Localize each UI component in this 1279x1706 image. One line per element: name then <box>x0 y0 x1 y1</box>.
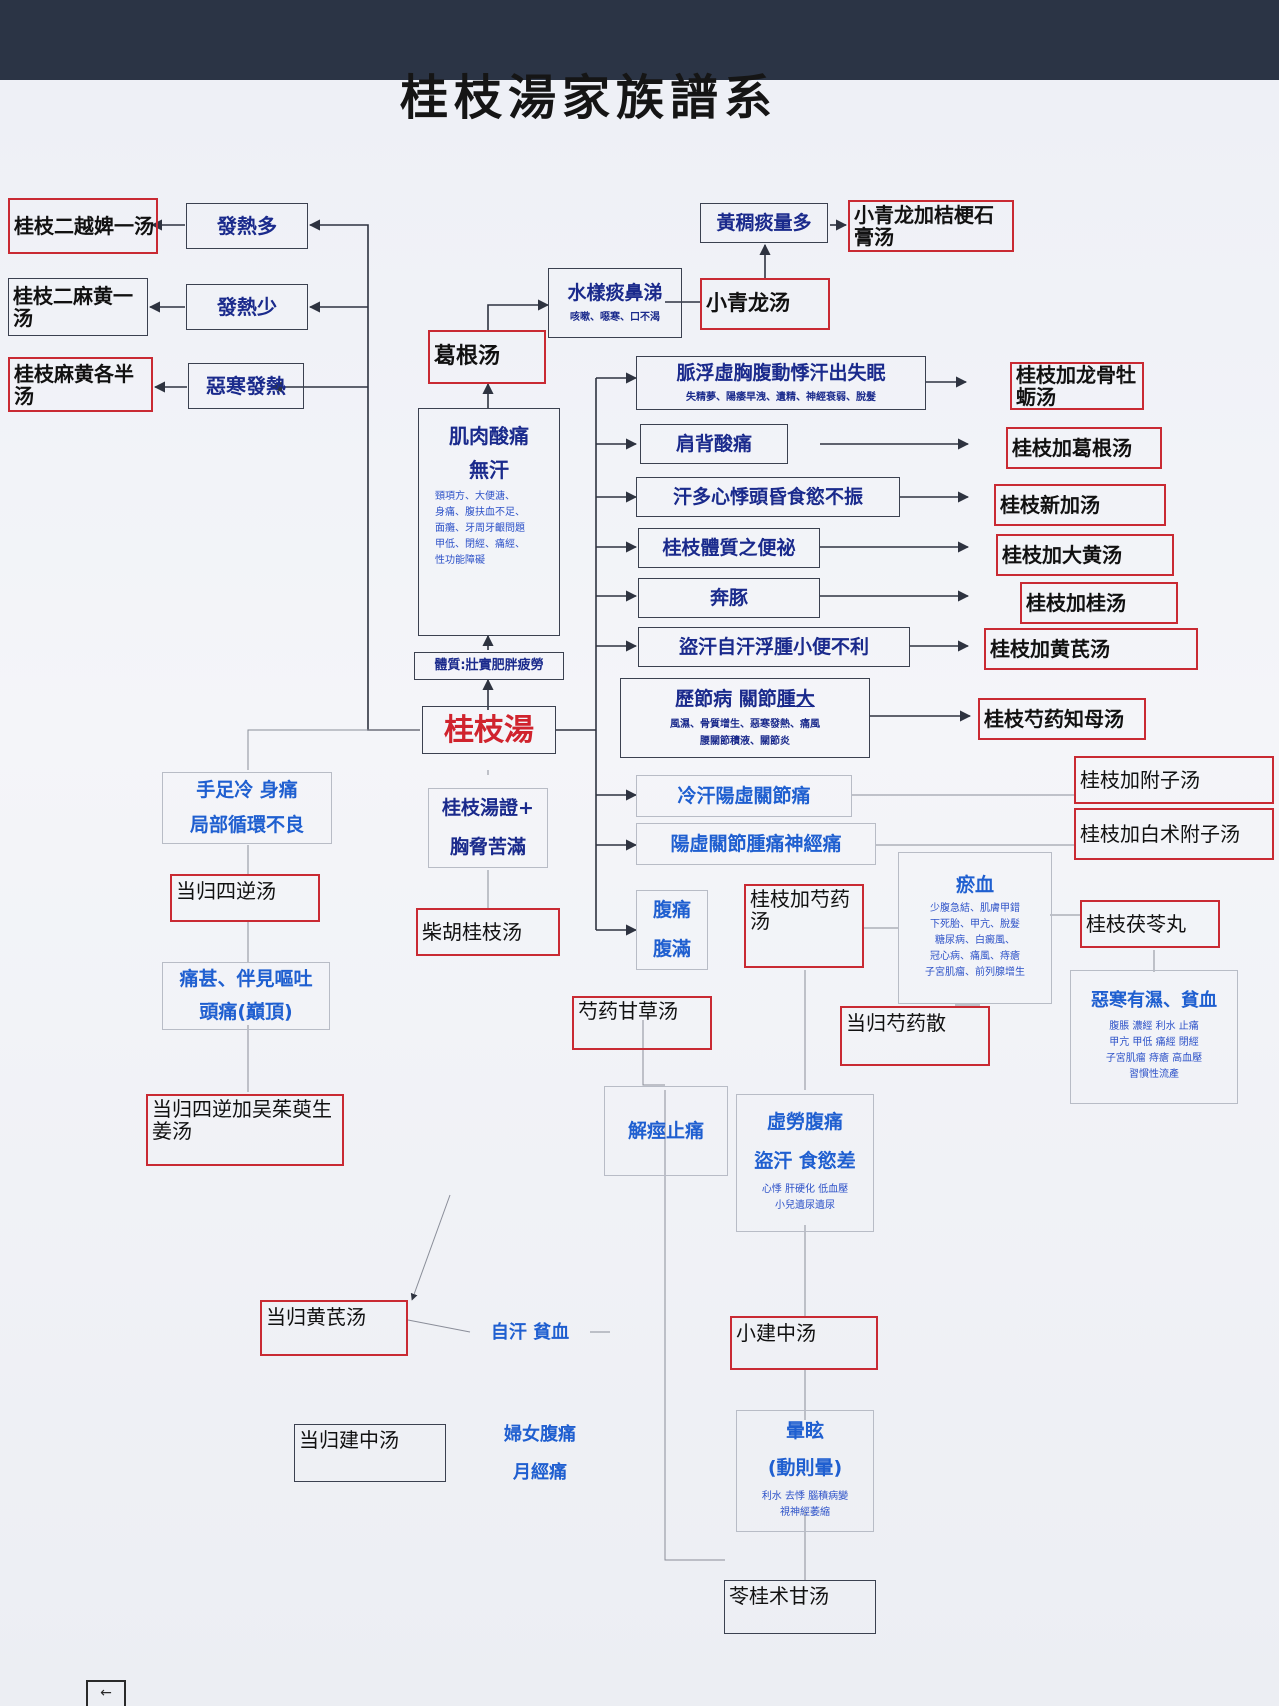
symptom-cold-sweat: 冷汗陽虛關節痛 <box>636 775 852 817</box>
formula-guizhi-longgu-muli: 桂枝加龙骨牡蛎汤 <box>1010 362 1144 410</box>
formula-xiao-qinglong-jiejie-shigao: 小青龙加桔梗石膏汤 <box>848 200 1014 252</box>
formula-guizhi-xinjia: 桂枝新加汤 <box>994 484 1166 526</box>
symptom-cold-limbs: 手足冷 身痛 局部循環不良 <box>162 772 332 844</box>
symptom-constipation: 桂枝體質之便祕 <box>638 528 820 568</box>
symptom-fare-shao: 發熱少 <box>186 284 308 330</box>
formula-chaihu-guizhi: 柴胡桂枝汤 <box>416 908 560 956</box>
formula-guizhi-dahuang: 桂枝加大黄汤 <box>996 534 1174 576</box>
formula-danggui-shaoyao-san: 当归芍药散 <box>840 1006 990 1066</box>
formula-guizhi-shaoyao-zhimu: 桂枝芍药知母汤 <box>978 698 1146 740</box>
symptom-severe-pain: 痛甚、伴見嘔吐 頭痛(巔頂) <box>162 962 330 1030</box>
symptom-women-abdominal-pain: 婦女腹痛 月經痛 <box>504 1424 576 1483</box>
arthralgia-title: 歷節病 關節 <box>675 687 777 710</box>
symptom-ehan-fare: 惡寒發熱 <box>188 363 304 409</box>
symptom-shoulder-ache: 肩背酸痛 <box>640 424 788 464</box>
symptom-arthralgia: 歷節病 關節腫大 風濕、骨質增生、惡寒發熱、痛風 腰關節積液、關節炎 <box>620 678 870 758</box>
symptom-abdominal-pain: 腹痛 腹滿 <box>636 890 708 970</box>
formula-guizhi-er-mahuang-yi: 桂枝二麻黄一汤 <box>8 278 148 336</box>
arthralgia-swelling: 腫大 <box>776 687 815 710</box>
constitution-note: 體質:壯實肥胖疲勞 <box>414 652 564 680</box>
symptom-blood-stasis: 瘀血 少腹急結、肌膚甲錯 下死胎、甲亢、脫髮 糖尿病、白癜風、 冠心病、痛風、痔… <box>898 852 1052 1004</box>
symptom-water-phlegm: 水樣痰鼻涕 咳嗽、噁寒、口不渴 <box>548 268 682 338</box>
formula-guizhi-fuzi: 桂枝加附子汤 <box>1074 756 1274 804</box>
symptom-spontaneous-sweat-anemia: 自汗 貧血 <box>490 1322 570 1344</box>
symptom-sweat-palpitation: 汗多心悸頭昏食慾不振 <box>636 477 900 517</box>
symptom-yang-deficiency-pain: 陽虛關節腫痛神經痛 <box>636 823 876 865</box>
central-formula-guizhi-tang: 桂枝湯 <box>422 706 556 754</box>
formula-xiao-qinglong-tang: 小青龙汤 <box>700 278 830 330</box>
symptom-muscle-ache: 肌肉酸痛 無汗 頸項方、大便溏、 身痛、腹扶血不足、 面癱、牙周牙齦問題 甲低、… <box>418 408 560 636</box>
formula-linggui-zhugan: 苓桂术甘汤 <box>724 1580 876 1634</box>
formula-danggui-huangqi: 当归黄芪汤 <box>260 1300 408 1356</box>
symptom-fare-duo: 發熱多 <box>186 203 308 249</box>
formula-gegen-tang: 葛根汤 <box>428 330 546 384</box>
page-title: 桂枝湯家族譜系 <box>400 70 779 126</box>
formula-guizhi-gegen: 桂枝加葛根汤 <box>1006 427 1162 469</box>
symptom-dizziness: 暈眩 (動則暈) 利水 去悸 腦積病變 視神經萎縮 <box>736 1410 874 1532</box>
symptom-deficiency-abdominal-pain: 虛勞腹痛 盜汗 食慾差 心悸 肝硬化 低血壓 小兒遺尿遺尿 <box>736 1094 874 1232</box>
symptom-cold-damp-anemia: 惡寒有濕、貧血 腹脹 濃經 利水 止痛 甲亢 甲低 痛經 閉經 子宮肌瘤 痔瘡 … <box>1070 970 1238 1104</box>
symptom-bentun: 奔豚 <box>638 578 820 618</box>
formula-xiao-jianzhong: 小建中汤 <box>730 1316 878 1370</box>
paper-sheet <box>0 80 1279 1706</box>
formula-guizhi-eryuebi-yi: 桂枝二越婢一汤 <box>8 198 158 254</box>
formula-danggui-jianzhong: 当归建中汤 <box>294 1424 446 1482</box>
formula-guizhi-baizhu-fuzi: 桂枝加白术附子汤 <box>1074 808 1274 860</box>
symptom-pulse-floating: 脈浮虛胸腹動悸汗出失眠 失精夢、陽痿早洩、遺精、神經衰弱、脫髮 <box>636 356 926 410</box>
symptom-antispasmodic: 解痙止痛 <box>604 1086 728 1176</box>
formula-guizhi-mahuang-geban: 桂枝麻黄各半汤 <box>8 357 153 412</box>
formula-guizhi-fuling-wan: 桂枝茯苓丸 <box>1080 900 1220 948</box>
formula-danggui-sini: 当归四逆汤 <box>170 874 320 922</box>
formula-guizhi-huangqi: 桂枝加黄芪汤 <box>984 628 1198 670</box>
formula-guizhi-jia-shaoyao: 桂枝加芍药汤 <box>744 884 864 968</box>
symptom-yellow-phlegm: 黃稠痰量多 <box>700 203 828 243</box>
formula-shaoyao-gancao: 芍药甘草汤 <box>572 996 712 1050</box>
formula-danggui-sini-wuzhuyu-shengjiang: 当归四逆加吴茱萸生姜汤 <box>146 1094 344 1166</box>
symptom-chest-fullness: 桂枝湯證+ 胸脅苦滿 <box>428 788 548 868</box>
formula-guizhi-jiagui: 桂枝加桂汤 <box>1020 582 1178 624</box>
back-arrow-icon[interactable]: ← <box>86 1680 126 1706</box>
symptom-night-sweat-edema: 盜汗自汗浮腫小便不利 <box>638 627 910 667</box>
